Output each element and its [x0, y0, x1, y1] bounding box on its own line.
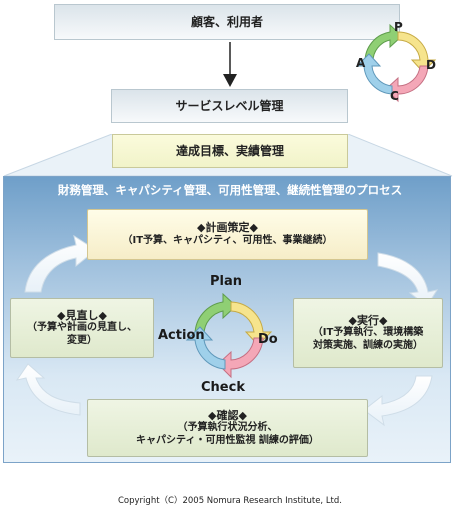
mini-cycle-letter-d: D	[426, 58, 436, 72]
goal-box: 達成目標、実績管理	[112, 134, 348, 168]
mini-cycle-letter-p: P	[394, 20, 403, 34]
do-box-title: ◆実行◆	[348, 313, 388, 327]
act-box-body-line1: （予算や計画の見直し、	[27, 322, 137, 334]
plan-box: ◆計画策定◆ （IT予算、キャパシティ、可用性、事業継続）	[87, 209, 368, 260]
goal-label: 達成目標、実績管理	[175, 143, 284, 158]
act-box-title: ◆見直し◆	[57, 308, 107, 322]
act-box-body-line2: 変更）	[67, 334, 97, 346]
arrow-act-to-plan-icon	[24, 234, 97, 293]
arrow-check-to-act-icon	[15, 363, 81, 416]
service-level-label: サービスレベル管理	[175, 98, 284, 113]
do-box: ◆実行◆ （IT予算執行、環境構築 対策実施、訓練の実施）	[293, 298, 443, 368]
check-box-title: ◆確認◆	[208, 408, 247, 422]
cycle-label-check: Check	[201, 380, 245, 395]
plan-box-body: （IT予算、キャパシティ、可用性、事業継続）	[122, 235, 333, 247]
do-box-body-line2: 対策実施、訓練の実施）	[313, 339, 423, 351]
check-box-body-line2: キャパシティ・可用性監視 訓練の評価）	[136, 434, 319, 446]
cycle-label-action: Action	[158, 328, 205, 343]
do-box-body-line1: （IT予算執行、環境構築	[312, 327, 424, 339]
service-level-box: サービスレベル管理	[111, 89, 348, 123]
customer-box: 顧客、利用者	[54, 4, 400, 40]
copyright-text: Copyright（C）2005 Nomura Research Institu…	[118, 496, 342, 506]
cycle-label-plan: Plan	[210, 274, 243, 289]
plan-box-title: ◆計画策定◆	[197, 221, 258, 235]
act-box: ◆見直し◆ （予算や計画の見直し、 変更）	[10, 298, 154, 358]
cycle-label-do: Do	[258, 332, 278, 347]
process-title: 財務管理、キャパシティ管理、可用性管理、継続性管理のプロセス	[57, 183, 403, 197]
down-arrow-icon	[223, 42, 237, 87]
customer-label: 顧客、利用者	[190, 14, 263, 29]
check-box: ◆確認◆ （予算執行状況分析、 キャパシティ・可用性監視 訓練の評価）	[87, 399, 368, 457]
arrow-do-to-check-icon	[363, 375, 433, 427]
mini-pdca-cycle-icon	[355, 23, 437, 103]
central-pdca-cycle-icon	[185, 292, 273, 379]
mini-cycle-letter-c: C	[390, 89, 399, 103]
mini-cycle-letter-a: A	[356, 56, 366, 70]
check-box-body-line1: （予算執行状況分析、	[177, 422, 278, 434]
